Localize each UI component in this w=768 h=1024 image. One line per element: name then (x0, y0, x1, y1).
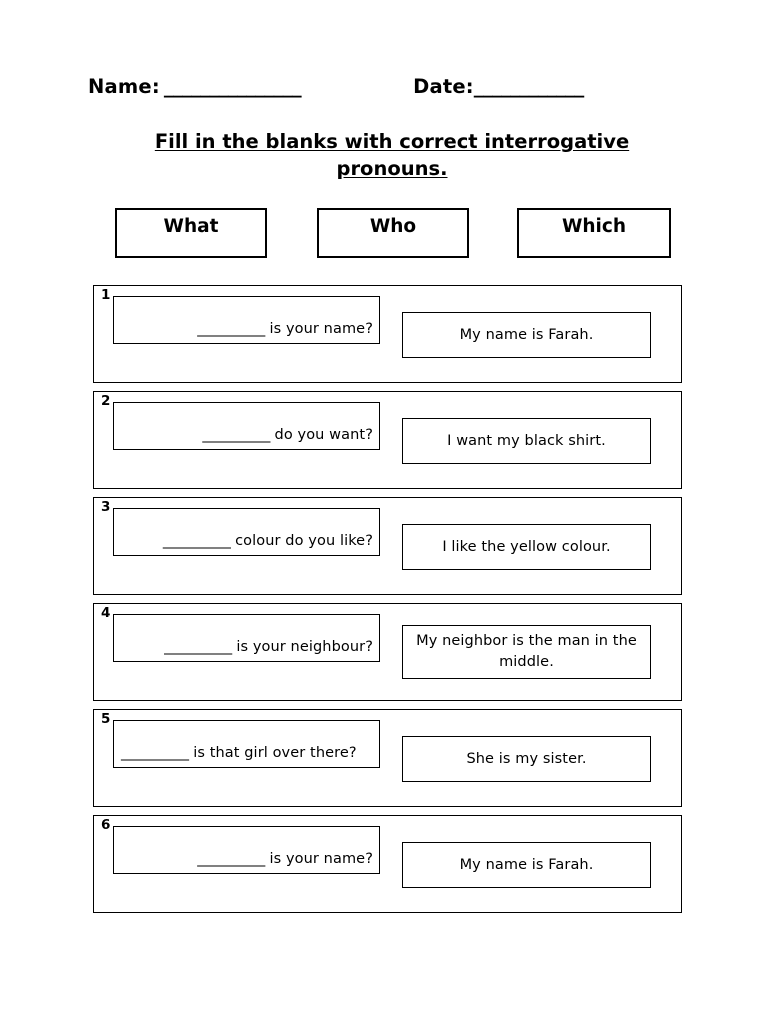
blank-rule: __________ (164, 639, 232, 655)
blank-rule: __________ (162, 533, 231, 549)
question-text: __________ is your name? (121, 848, 373, 870)
question-row: 2 __________ do you want? I want my blac… (93, 391, 682, 489)
answer-text: I want my black shirt. (447, 432, 606, 449)
answer-text: My neighbor is the man in the middle. (416, 633, 637, 670)
date-blank-rule: ____________ (473, 75, 584, 98)
question-sentence: colour do you like? (230, 533, 373, 549)
question-list: 1 __________ is your name? My name is Fa… (93, 285, 682, 921)
page-title: Fill in the blanks with correct interrog… (154, 130, 630, 180)
question-row: 6 __________ is your name? My name is Fa… (93, 815, 682, 913)
question-answer-field[interactable]: __________ is that girl over there? (113, 720, 380, 768)
answer-box: My neighbor is the man in the middle. (402, 625, 651, 679)
question-text: __________ do you want? (121, 424, 373, 446)
answer-text: I like the yellow colour. (442, 538, 611, 555)
row-number: 6 (101, 817, 111, 833)
answer-box: My name is Farah. (402, 842, 651, 888)
word-bank-label: Which (561, 216, 627, 237)
blank-rule: __________ (121, 745, 189, 761)
question-sentence: is your name? (264, 851, 373, 867)
row-number: 2 (101, 393, 111, 409)
answer-box: I like the yellow colour. (402, 524, 651, 570)
answer-box: I want my black shirt. (402, 418, 651, 464)
word-bank-option-who[interactable]: Who (317, 208, 469, 258)
row-number: 4 (101, 605, 111, 621)
word-bank: What Who Which (115, 208, 671, 260)
question-answer-field[interactable]: __________ is your name? (113, 296, 380, 344)
question-row: 5 __________ is that girl over there? Sh… (93, 709, 682, 807)
blank-rule: __________ (197, 851, 265, 867)
answer-box: My name is Farah. (402, 312, 651, 358)
question-row: 1 __________ is your name? My name is Fa… (93, 285, 682, 383)
question-sentence: is that girl over there? (188, 745, 357, 761)
word-bank-option-which[interactable]: Which (517, 208, 671, 258)
question-answer-field[interactable]: __________ do you want? (113, 402, 380, 450)
question-answer-field[interactable]: __________ colour do you like? (113, 508, 380, 556)
date-label: Date: (413, 75, 474, 98)
row-number: 1 (101, 287, 111, 303)
question-sentence: is your name? (264, 321, 373, 337)
blank-rule: __________ (202, 427, 270, 443)
word-bank-label: What (163, 216, 219, 237)
question-answer-field[interactable]: __________ is your neighbour? (113, 614, 380, 662)
question-text: __________ is that girl over there? (121, 742, 373, 764)
question-answer-field[interactable]: __________ is your name? (113, 826, 380, 874)
answer-text: My name is Farah. (459, 326, 594, 343)
question-row: 4 __________ is your neighbour? My neigh… (93, 603, 682, 701)
question-text: __________ is your name? (121, 318, 373, 340)
question-sentence: is your neighbour? (231, 639, 373, 655)
question-row: 3 __________ colour do you like? I like … (93, 497, 682, 595)
row-number: 3 (101, 499, 111, 515)
question-text: __________ is your neighbour? (121, 636, 373, 658)
answer-box: She is my sister. (402, 736, 651, 782)
name-blank-rule: _______________ (163, 75, 302, 98)
word-bank-option-what[interactable]: What (115, 208, 267, 258)
question-text: __________ colour do you like? (121, 530, 373, 552)
worksheet-header: Name:_______________ Date:____________ (88, 72, 688, 102)
row-number: 5 (101, 711, 111, 727)
answer-text: She is my sister. (466, 750, 587, 767)
blank-rule: __________ (197, 321, 265, 337)
question-sentence: do you want? (269, 427, 373, 443)
word-bank-label: Who (369, 216, 417, 237)
name-label: Name: (88, 75, 160, 98)
answer-text: My name is Farah. (459, 856, 594, 873)
name-date-line: Name:_______________ Date:____________ (88, 72, 688, 102)
